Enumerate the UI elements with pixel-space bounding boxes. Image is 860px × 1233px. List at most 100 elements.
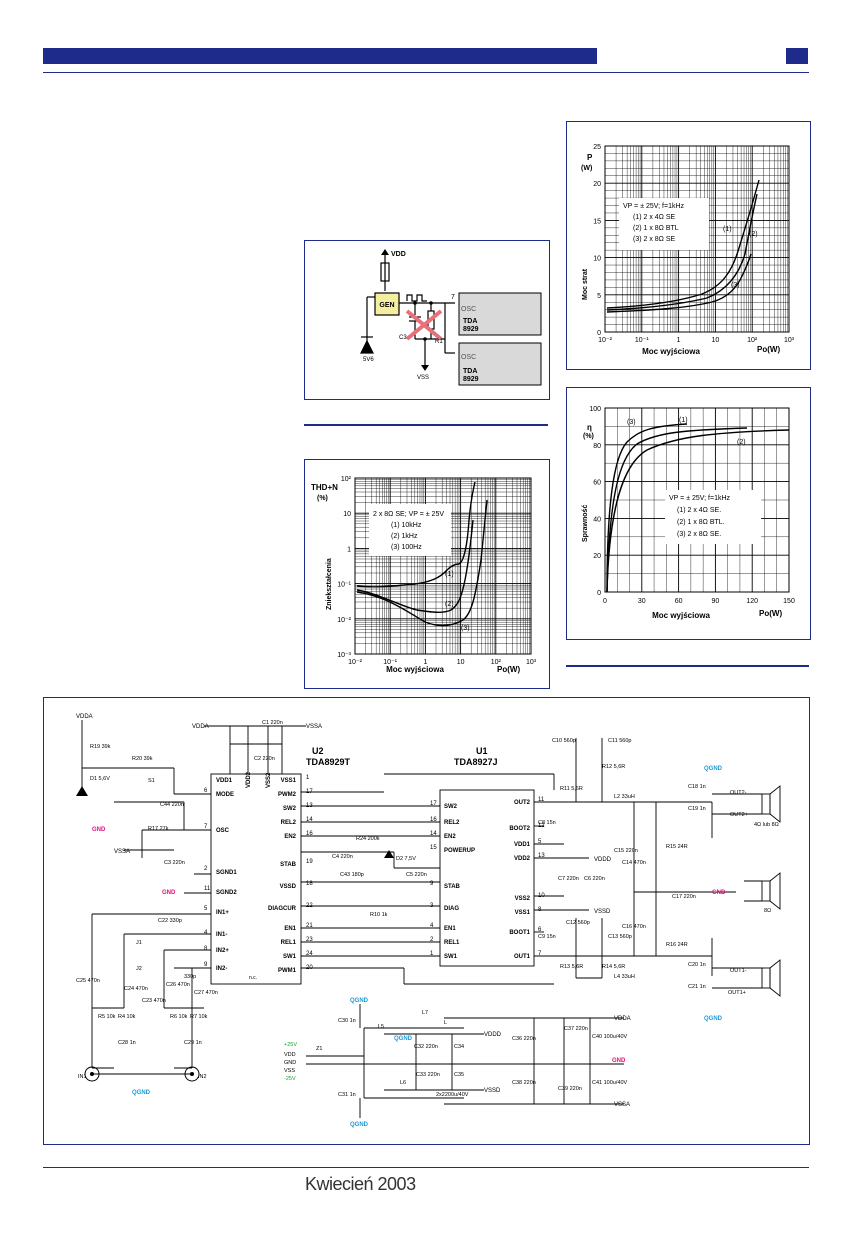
figure-oscillator: VDD GEN 7 OSC TDA 8929 OSC TDA 8929 C3 R… [304, 240, 550, 400]
u2-pin-number: 21 [306, 923, 313, 929]
component-label: IN1 [78, 1074, 87, 1080]
eff-ytick: 40 [593, 516, 601, 523]
u1-pin-number: 12 [538, 823, 545, 829]
header-bar [43, 48, 597, 64]
u1-pin-number: 11 [538, 797, 545, 803]
u2-pin: PWM2 [278, 792, 297, 798]
component-label: R11 5,6R [560, 786, 583, 792]
u2-pin: REL2 [281, 820, 297, 826]
separator-eff [566, 665, 809, 667]
u2-pin: VDD2 [246, 771, 252, 788]
eff-xtick: 30 [638, 598, 646, 605]
u1-pin-number: 6 [538, 927, 542, 933]
component-label: R14 5,6R [602, 964, 625, 970]
eff-yunit: (%) [583, 433, 594, 440]
component-label: L6 [400, 1080, 406, 1086]
u1-pin: OUT2 [514, 800, 531, 806]
thd-xtick: 10³ [526, 659, 537, 666]
thd-curve1: (1) [445, 571, 454, 578]
pin-label: 7 [451, 294, 455, 301]
thd-xtick: 1 [423, 659, 427, 666]
eff-ytick: 0 [597, 590, 601, 597]
u2-pin-number: 23 [306, 937, 313, 943]
thd-ytick: 1 [347, 546, 351, 553]
vdd-label: VDD [391, 251, 406, 258]
component-label: R7 10k [190, 1014, 208, 1020]
eff-legend-entry: (3) 2 x 8Ω SE. [677, 531, 721, 538]
component-label: C36 220n [512, 1036, 536, 1042]
chip-label-2: 8929 [463, 376, 479, 383]
u1-pin-number: 1 [430, 951, 434, 957]
component-label: OUT1+ [728, 990, 746, 996]
component-label: OUT1- [730, 968, 747, 974]
net-vssd: VSSD [594, 909, 611, 915]
thd-ylabel: THD+N [311, 483, 338, 492]
net-qgnd: QGND [132, 1090, 151, 1096]
u2-pin: SW2 [283, 806, 297, 812]
component-label: L2 33uH [614, 794, 635, 800]
u2-pin-number: 5 [204, 906, 208, 912]
footer-rule [43, 1167, 809, 1168]
u1-name: U1 [476, 746, 488, 756]
net-qgnd: QGND [350, 998, 369, 1004]
eff-curve3: (3) [627, 419, 636, 426]
component-label: IN2 [198, 1074, 207, 1080]
net-qgnd: QGND [350, 1122, 369, 1128]
loss-xtick: 10³ [784, 337, 795, 344]
net-gnd: GND [92, 827, 106, 833]
u2-pin: SW1 [283, 954, 297, 960]
u2-pin: IN2- [216, 966, 227, 972]
thd-xtick: 10 [457, 659, 465, 666]
u1-pin-number: 2 [430, 937, 434, 943]
component-label: R12 5,6R [602, 764, 625, 770]
footer-issue-date: Kwiecień 2003 [305, 1174, 416, 1194]
eff-ytick: 60 [593, 480, 601, 487]
u2-pin-number: 6 [204, 788, 208, 794]
u1-pin-number: 15 [430, 845, 437, 851]
u2-pin: VSSD [280, 884, 297, 890]
separator-osc [304, 424, 548, 426]
component-label: C44 220n [160, 802, 184, 808]
loss-ylabel: P [587, 153, 593, 162]
figure-efficiency: η (%) Sprawność Moc wyjściowa Po(W) VP =… [566, 387, 811, 640]
tda-label: TDA [463, 318, 477, 325]
header-rule [43, 72, 809, 73]
u1-pin-number: 17 [430, 801, 437, 807]
u2-name: U2 [312, 746, 324, 756]
u1-pin: BOOT1 [509, 930, 530, 936]
thd-curve3: (3) [461, 625, 470, 632]
chip-label: 8929 [463, 326, 479, 333]
u2-pin-number: 17 [306, 789, 313, 795]
component-label: J2 [136, 966, 142, 972]
thd-ytick: 10⁻¹ [337, 582, 351, 589]
u2-pin: VSS2 [266, 772, 272, 788]
component-label: R13 5,6R [560, 964, 583, 970]
u1-pin-number: 3 [430, 903, 434, 909]
u2-pin-number: 14 [306, 817, 313, 823]
component-label: R17 27k [148, 826, 169, 832]
component-label: C22 330p [158, 918, 182, 924]
component-label: OUT2- [730, 790, 747, 796]
eff-ylabel: η [587, 423, 592, 432]
loss-ytick: 10 [593, 256, 601, 263]
loss-xtick: 10⁻¹ [635, 337, 649, 344]
eff-ytick: 20 [593, 553, 601, 560]
component-label: R19 39k [90, 744, 111, 750]
component-label: J1 [136, 940, 142, 946]
component-label: C34 [454, 1044, 464, 1050]
u1-pin: EN2 [444, 834, 456, 840]
u2-pin: EN2 [284, 834, 296, 840]
u2-nc: n.c. [249, 975, 257, 981]
net-vdda: VDDA [614, 1016, 631, 1022]
eff-curve1: (1) [679, 417, 688, 424]
net-vssd: VSSD [484, 1088, 501, 1094]
u2-pin: VDD1 [216, 778, 233, 784]
u1-pin: POWERUP [444, 848, 475, 854]
component-label: C5 220n [406, 872, 427, 878]
eff-xunit: Po(W) [759, 609, 782, 618]
efficiency-chart: η (%) Sprawność Moc wyjściowa Po(W) VP =… [582, 406, 795, 620]
loss-xtick: 10 [712, 337, 720, 344]
component-label: C24 470n [124, 986, 148, 992]
net-vssa: VSSA [306, 724, 322, 730]
